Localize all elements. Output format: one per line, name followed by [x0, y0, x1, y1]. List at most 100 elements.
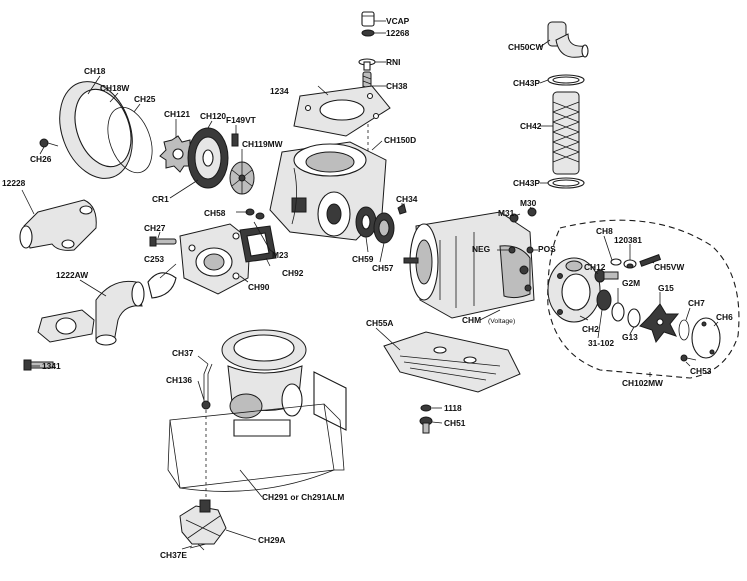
label-ch53: CH53 [690, 366, 712, 376]
ch53-screw [680, 354, 697, 362]
ch59-seal [355, 206, 377, 238]
ch120-gear [187, 127, 229, 189]
neg-terminal [508, 246, 516, 254]
label-ch58: CH58 [204, 208, 226, 218]
m23-pointer [253, 221, 271, 251]
label-voltage: (Voltage) [488, 318, 515, 325]
label-ch136: CH136 [166, 375, 192, 385]
label-ch291: CH291 or Ch291ALM [262, 492, 344, 502]
label-ch37: CH37 [172, 348, 194, 358]
ch57-seal [373, 212, 395, 244]
label-ch51: CH51 [444, 418, 466, 428]
seal-31-102 [596, 289, 612, 311]
ch58-clip [245, 208, 265, 220]
label-ch8: CH8 [596, 226, 613, 236]
label-ch6: CH6 [716, 312, 733, 322]
ch7-oring [678, 319, 690, 341]
label-ch102mw: CH102MW [622, 378, 663, 388]
label-ch7: CH7 [688, 298, 705, 308]
pos-terminal [526, 246, 534, 254]
label-ch120: CH120 [200, 111, 226, 121]
label-m30: M30 [520, 198, 537, 208]
holding-tank [167, 403, 345, 492]
m30-nut [527, 207, 537, 217]
label-pos: POS [538, 244, 556, 254]
label-chm: CHM [462, 315, 481, 325]
washer-1118 [420, 404, 432, 412]
c253-gasket [147, 272, 177, 299]
label-1222aw: 1222AW [56, 270, 88, 280]
chm-motor [403, 211, 535, 319]
label-cr1: CR1 [152, 194, 169, 204]
label-g13: G13 [622, 332, 638, 342]
label-1118: 1118 [444, 403, 462, 413]
label-ch38: CH38 [386, 81, 408, 91]
leader-lines [21, 20, 719, 550]
g15-impeller [639, 303, 680, 344]
label-ch57: CH57 [372, 263, 394, 273]
label-120381: 120381 [614, 235, 642, 245]
ch5vw-shaft [639, 254, 662, 267]
ch25-oring [107, 106, 153, 174]
ch51-bolt [419, 416, 433, 434]
vcap-part [361, 11, 375, 27]
label-ch43p-top: CH43P [513, 78, 540, 88]
label-c253: C253 [144, 254, 164, 264]
label-ch43p-bottom: CH43P [513, 178, 540, 188]
ch2-pump-body [547, 257, 601, 323]
label-31-102: 31-102 [588, 338, 614, 348]
label-ch29a: CH29A [258, 535, 285, 545]
ch43p-clamp-top [547, 74, 585, 86]
plate-1234 [293, 85, 391, 137]
ch37e-clip [189, 543, 207, 551]
label-vcap: VCAP [386, 16, 410, 26]
label-ch12: CH12 [584, 262, 606, 272]
label-m23: M23 [272, 250, 289, 260]
fitting-12228 [19, 199, 97, 251]
label-ch55a: CH55A [366, 318, 393, 328]
label-ch90: CH90 [248, 282, 270, 292]
label-1341: 1341 [42, 361, 61, 371]
label-g15: G15 [658, 283, 674, 293]
ch26-screw [39, 138, 59, 148]
part-120381-core [626, 263, 634, 269]
label-1234: 1234 [270, 86, 289, 96]
g13-ring [627, 308, 641, 328]
ch291-toilet-bowl [221, 329, 347, 437]
label-ch2: CH2 [582, 324, 599, 334]
label-12228: 12228 [2, 178, 26, 188]
ch37-tube [203, 363, 213, 404]
label-rni: RNI [386, 57, 400, 67]
label-m31: M31 [498, 208, 515, 218]
label-ch92: CH92 [282, 268, 304, 278]
f149vt-pin [231, 133, 239, 147]
label-12268: 12268 [386, 28, 410, 38]
label-ch37e: CH37E [160, 550, 187, 560]
label-ch25: CH25 [134, 94, 156, 104]
label-ch119mw: CH119MW [242, 139, 283, 149]
ch150d-housing [269, 141, 387, 241]
ch119mw-rotor [229, 161, 255, 195]
rni-screw [358, 58, 376, 71]
ch92-gasket [239, 225, 277, 263]
ch6-cover [691, 317, 721, 359]
ch121-impeller [159, 135, 197, 173]
ch136-nut [201, 400, 211, 410]
label-ch26: CH26 [30, 154, 52, 164]
label-f149vt: F149VT [226, 115, 257, 125]
label-ch42: CH42 [520, 121, 542, 131]
label-ch150d: CH150D [384, 135, 416, 145]
ch90-body [179, 223, 251, 295]
ch8-washer [610, 258, 622, 266]
label-neg: NEG [472, 244, 490, 254]
label-ch27: CH27 [144, 223, 166, 233]
label-ch121: CH121 [164, 109, 190, 119]
label-ch34: CH34 [396, 194, 418, 204]
label-ch50cw: CH50CW [508, 42, 543, 52]
ch43p-clamp-bottom [547, 177, 585, 189]
ch29a-float [179, 499, 227, 545]
washer-12268 [361, 29, 375, 37]
ch42-hose [552, 91, 580, 175]
g2m-ring [611, 302, 625, 322]
